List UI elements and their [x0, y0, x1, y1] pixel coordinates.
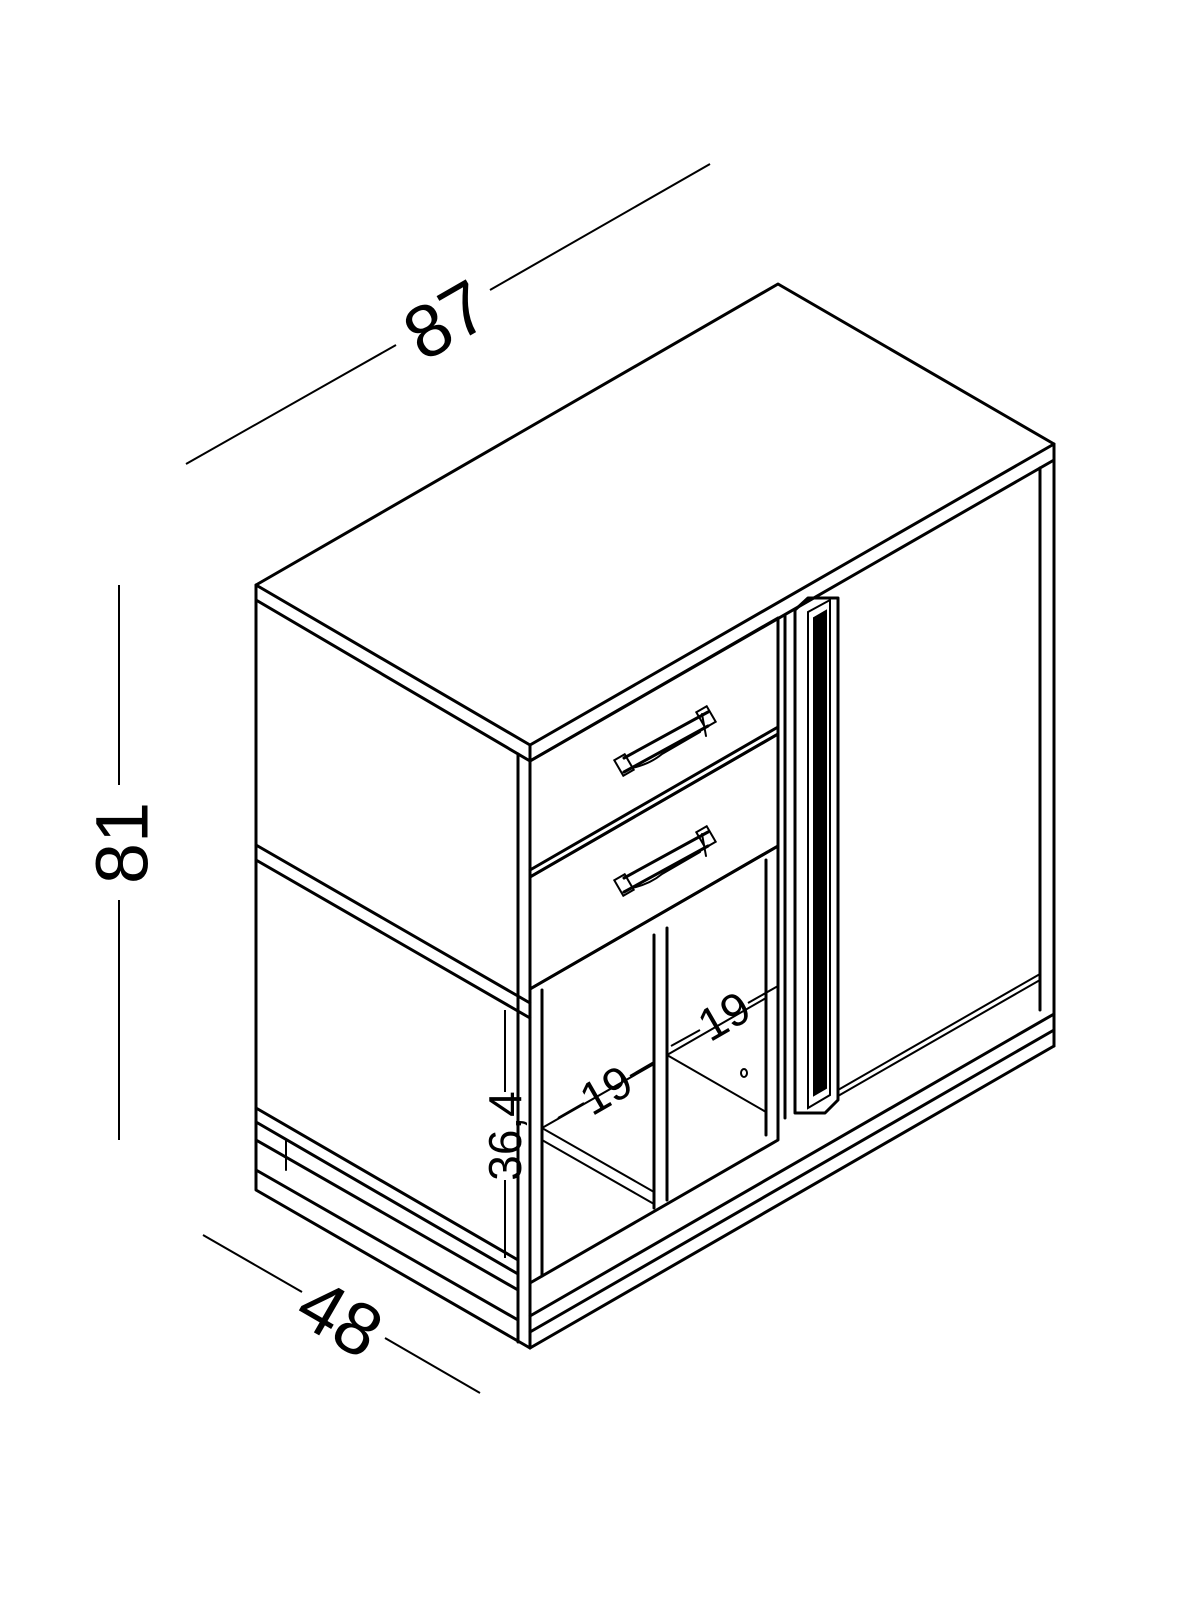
- cabinet-door: [783, 458, 1056, 1120]
- cabinet-base: [528, 973, 1056, 1350]
- compartment-left-depth-dimension: 19: [557, 1055, 655, 1126]
- open-compartments: [528, 844, 780, 1285]
- width-dimension: 87: [185, 163, 711, 465]
- drawer-top-handle[interactable]: [612, 704, 718, 778]
- door-handle-frame: [793, 596, 840, 1115]
- depth-dimension: 48: [202, 1234, 481, 1394]
- depth-label: 48: [284, 1261, 397, 1374]
- width-label: 87: [390, 263, 503, 376]
- compartment-height-label: 36,4: [479, 1091, 531, 1181]
- drawer-bottom-handle[interactable]: [612, 824, 718, 898]
- door-handle-bar: [813, 609, 827, 1097]
- compartment-right-depth-label: 19: [689, 981, 759, 1052]
- compartment-right-depth-dimension: 19: [670, 981, 779, 1052]
- height-label: 81: [81, 802, 164, 884]
- height-dimension: 81: [81, 585, 164, 1140]
- compartment-left-depth-label: 19: [571, 1055, 641, 1126]
- cabinet-side-panel: [254, 598, 532, 1350]
- compartment-height-dimension: 36,4: [479, 1010, 531, 1258]
